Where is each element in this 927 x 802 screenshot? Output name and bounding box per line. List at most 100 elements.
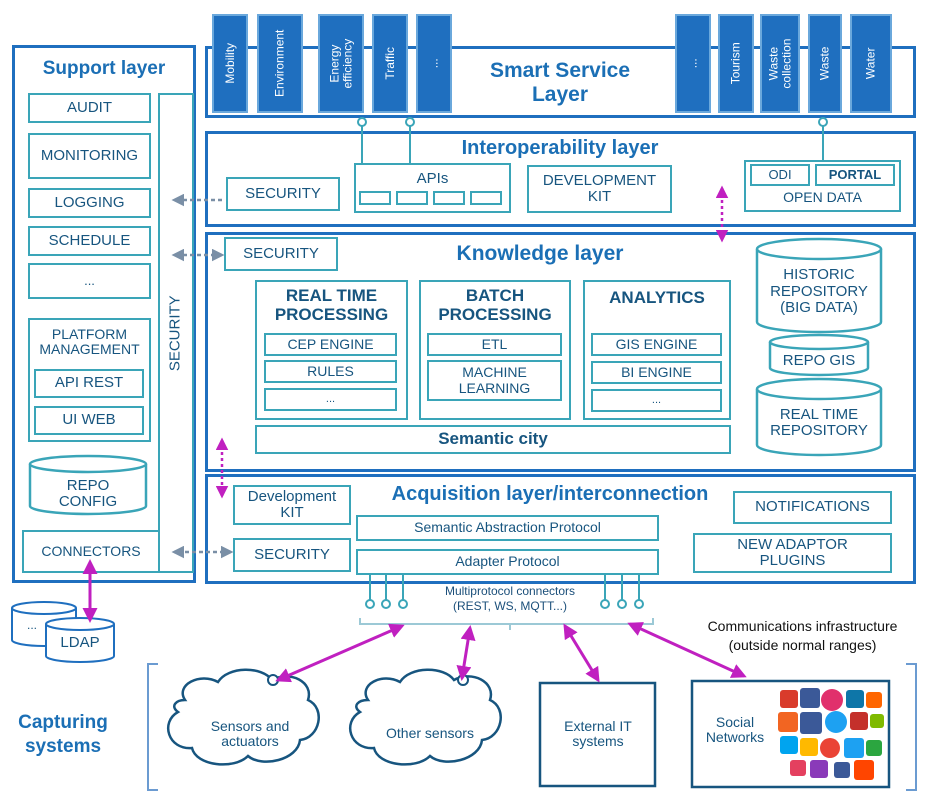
comm-infra-sub: (outside normal ranges) (728, 637, 877, 654)
knowledge-title: Knowledge layer (456, 242, 624, 266)
api-slot-3 (433, 191, 465, 205)
external-it-label: External IT systems (564, 717, 632, 749)
odi-box: ODI (750, 164, 810, 186)
open-data-box (744, 160, 901, 212)
service-environment: Environment (257, 14, 303, 113)
audit-box: AUDIT (28, 93, 151, 123)
machine-learning-box: MACHINE LEARNING (427, 360, 562, 401)
new-adaptor-box: NEW ADAPTOR PLUGINS (693, 533, 892, 573)
platform-management-label: PLATFORM MANAGEMENT (39, 325, 140, 357)
ldap-label: LDAP (60, 633, 100, 651)
repo-gis-cylinder (768, 333, 870, 377)
semantic-abstraction-box: Semantic Abstraction Protocol (356, 515, 659, 541)
smart-service-layer (205, 46, 916, 118)
right-bracket (906, 663, 917, 791)
ui-web-box: UI WEB (34, 406, 144, 435)
schedule-box: SCHEDULE (28, 226, 151, 256)
ldap-front-cylinder (45, 617, 115, 663)
smart-service-title: Smart Service Layer (489, 59, 631, 106)
apis-label: APIs (416, 169, 449, 187)
service-ellipsis-left: ... (416, 14, 452, 113)
sensors-cloud-shape (167, 668, 320, 766)
service-traffic: Traffic (372, 14, 408, 113)
adapter-protocol-box: Adapter Protocol (356, 549, 659, 575)
comm-infra-label: Communications infrastructure (707, 618, 898, 635)
social-icons-collage (778, 688, 884, 780)
ldap-dots: ... (26, 618, 37, 633)
interop-dev-kit-box: DEVELOPMENT KIT (527, 165, 672, 213)
left-bracket (147, 663, 158, 791)
security-dashed-arrows (171, 193, 234, 559)
acquisition-title: Acquisition layer/interconnection (391, 483, 709, 505)
acq-security-box: SECURITY (233, 538, 351, 572)
realtime-repo-cylinder (755, 377, 883, 457)
service-ellipsis-right: ... (675, 14, 711, 113)
support-layer-title: Support layer (42, 57, 166, 79)
service-energy: Energy efficiency (318, 14, 364, 113)
other-sensors-cloud-shape (349, 668, 502, 766)
historic-repo-label: HISTORIC REPOSITORY (BIG DATA) (770, 266, 868, 317)
portal-box: PORTAL (815, 164, 895, 186)
etl-box: ETL (427, 333, 562, 356)
bi-engine-box: BI ENGINE (591, 361, 722, 384)
magenta-dotted-arrows (215, 185, 729, 499)
service-water: Water (850, 14, 892, 113)
support-ellipsis-box: ... (28, 263, 151, 299)
realtime-repo-label: REAL TIME REPOSITORY (770, 405, 868, 439)
social-networks-label: Social Networks (705, 713, 765, 745)
repo-config-cylinder (28, 454, 148, 516)
rules-box: RULES (264, 360, 397, 383)
api-rest-box: API REST (34, 369, 144, 398)
support-security-bar (158, 93, 194, 573)
batch-title: BATCH PROCESSING (438, 286, 552, 324)
acq-dev-kit-box: Development KIT (233, 485, 351, 525)
external-it-shape (538, 681, 657, 788)
other-sensors-label: Other sensors (386, 725, 474, 742)
knowledge-security-box: SECURITY (224, 237, 338, 271)
cep-engine-box: CEP ENGINE (264, 333, 397, 356)
rtp-title: REAL TIME PROCESSING (274, 286, 389, 324)
service-waste: Waste (808, 14, 842, 113)
historic-repo-cylinder (755, 237, 883, 334)
multiprotocol-label: Multiprotocol connectors (444, 584, 576, 599)
capture-arrows (275, 622, 747, 683)
interoperability-title: Interoperability layer (461, 137, 659, 159)
notifications-box: NOTIFICATIONS (733, 491, 892, 524)
api-slot-2 (396, 191, 428, 205)
api-slot-1 (359, 191, 391, 205)
multiprotocol-connectors (359, 575, 654, 630)
service-plugs (357, 117, 828, 163)
analytics-box (583, 280, 731, 420)
acquisition-layer (205, 474, 916, 584)
capturing-title: Capturing systems (18, 712, 108, 757)
rtp-ellipsis-box: ... (264, 388, 397, 411)
platform-management-box (28, 318, 151, 442)
interop-security-box: SECURITY (226, 177, 340, 211)
service-tourism: Tourism (718, 14, 754, 113)
batch-box (419, 280, 571, 420)
service-waste-collection: Waste collection (760, 14, 800, 113)
multiprotocol-sub: (REST, WS, MQTT...) (453, 599, 567, 614)
semantic-city-box: Semantic city (255, 425, 731, 454)
rtp-box (255, 280, 408, 420)
repo-gis-label: REPO GIS (782, 351, 856, 369)
monitoring-box: MONITORING (28, 133, 151, 179)
repo-config-label: REPO CONFIG (58, 476, 118, 510)
logging-box: LOGGING (28, 188, 151, 218)
sensors-label: Sensors and actuators (210, 717, 290, 749)
apis-box (354, 163, 511, 213)
support-layer (12, 45, 196, 583)
analytics-ellipsis-box: ... (591, 389, 722, 412)
gis-engine-box: GIS ENGINE (591, 333, 722, 356)
service-mobility: Mobility (212, 14, 248, 113)
knowledge-layer (205, 232, 916, 472)
api-slot-4 (470, 191, 502, 205)
open-data-label: OPEN DATA (783, 189, 862, 206)
interoperability-layer (205, 131, 916, 227)
analytics-title: ANALYTICS (609, 287, 705, 307)
